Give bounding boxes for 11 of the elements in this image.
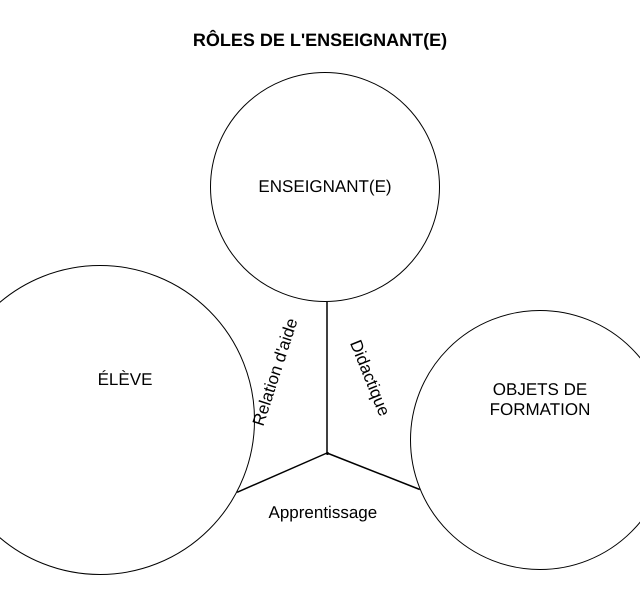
connector-line <box>326 302 328 453</box>
node-label: OBJETS DE FORMATION <box>488 380 592 420</box>
connector-line <box>236 452 328 493</box>
node-label: ÉLÈVE <box>96 370 154 390</box>
node-label: ENSEIGNANT(E) <box>257 176 393 198</box>
circle-node <box>410 310 640 570</box>
junction-point <box>326 452 328 454</box>
circle-node <box>210 72 440 302</box>
diagram-title: RÔLES DE L'ENSEIGNANT(E) <box>192 30 448 51</box>
text-label: Apprentissage <box>268 504 378 522</box>
connector-line <box>326 452 420 490</box>
